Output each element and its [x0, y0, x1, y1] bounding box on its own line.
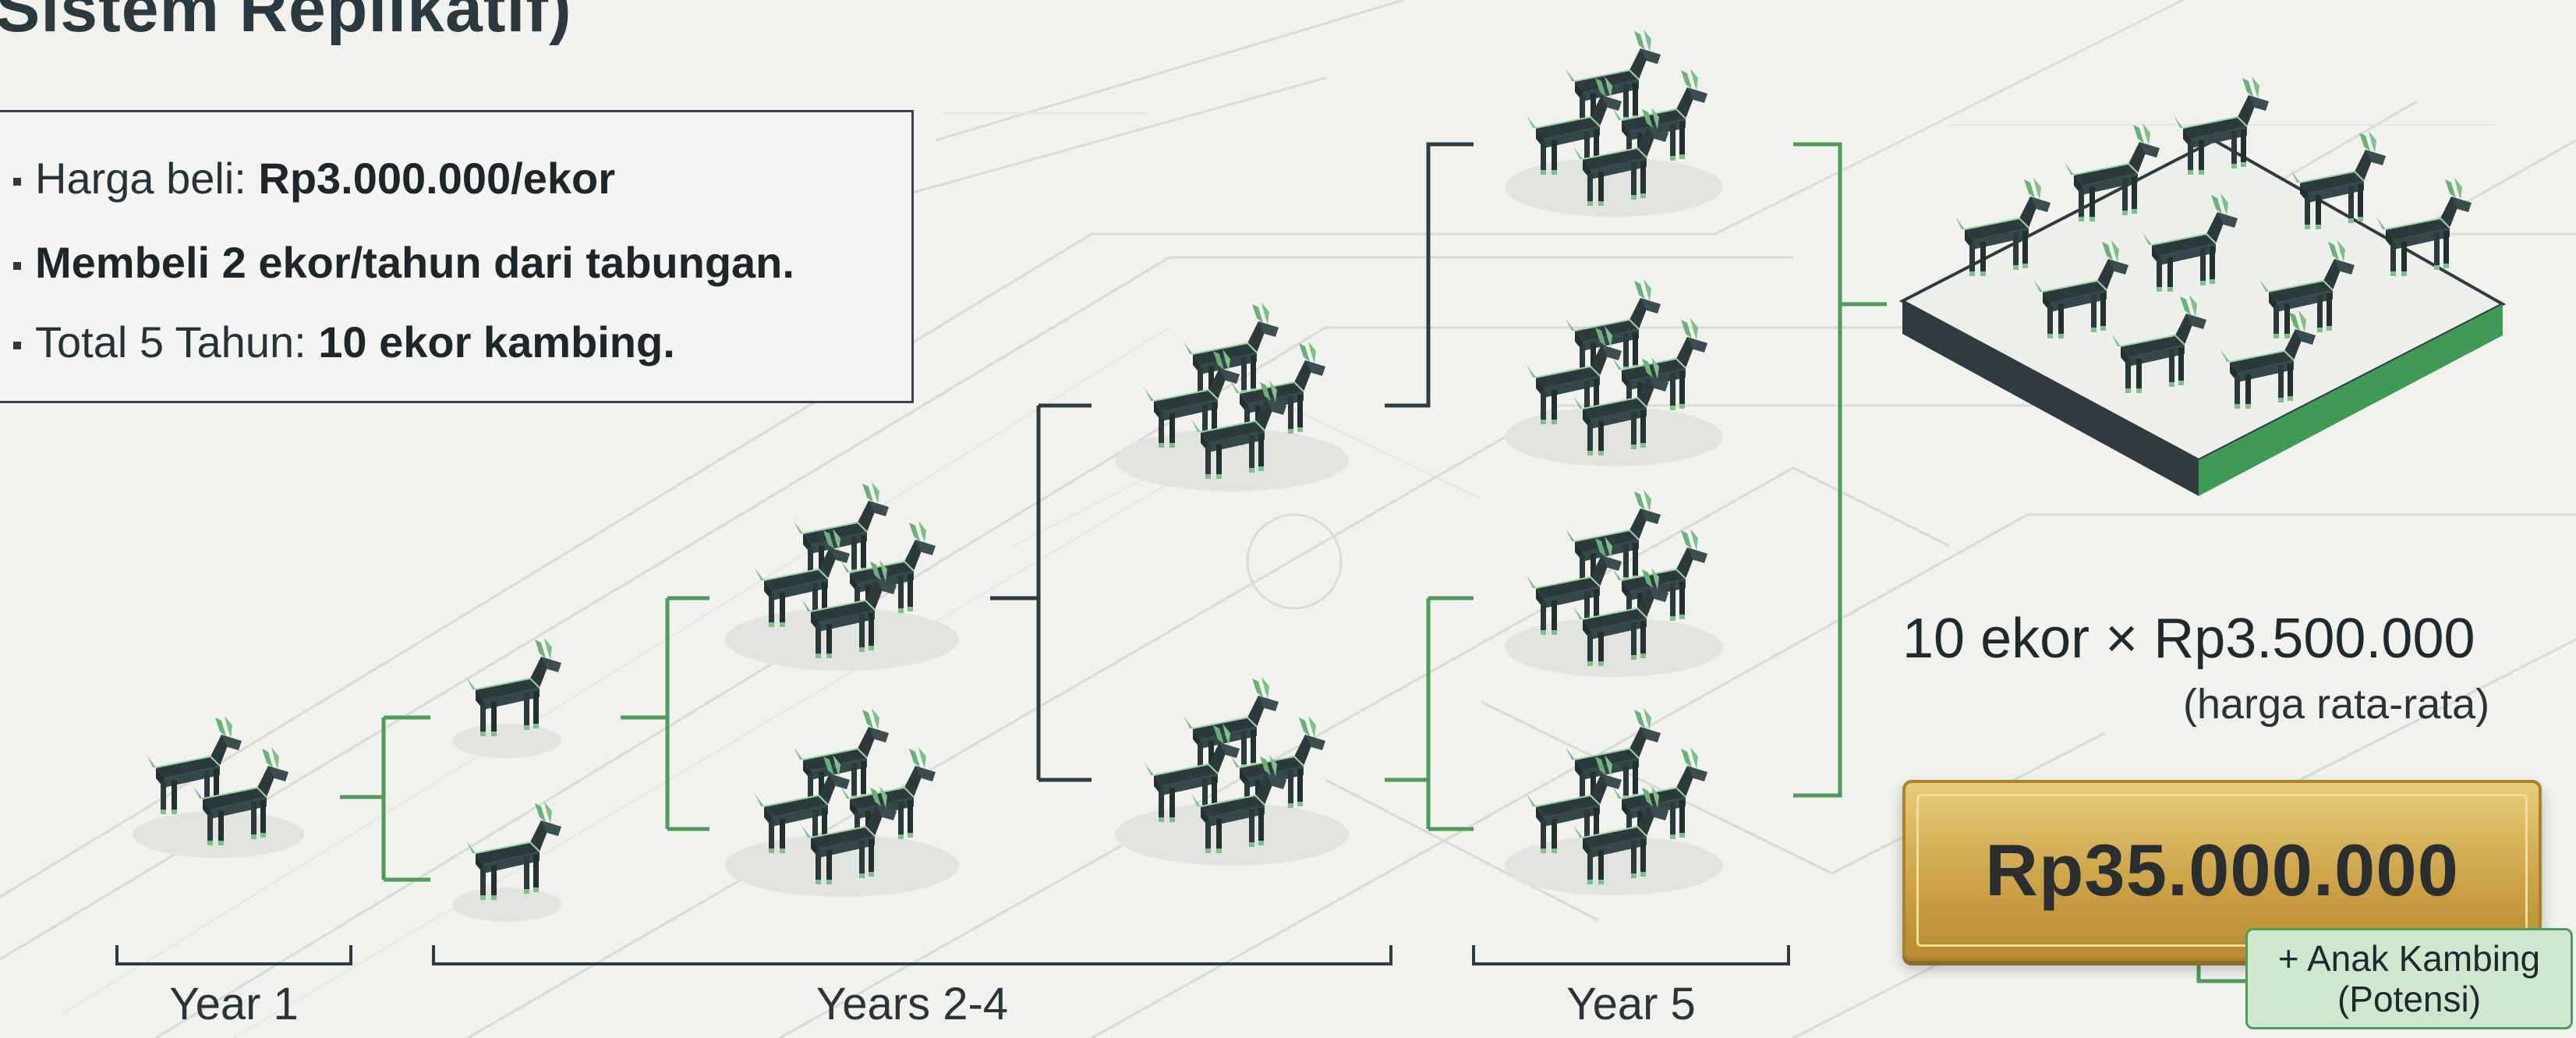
- result-formula: 10 ekor × Rp3.500.000: [1902, 608, 2475, 670]
- info-line-purchase: Membeli 2 ekor/tahun dari tabungan.: [13, 237, 794, 288]
- info-line-total: Total 5 Tahun: 10 ekor kambing.: [13, 317, 675, 367]
- offspring-tag-text: + Anak Kambing (Potensi): [2248, 938, 2571, 1019]
- total-plaque: Rp35.000.000: [1902, 780, 2542, 961]
- plaque-icon: [1916, 794, 2528, 947]
- bullet-icon: [13, 342, 21, 350]
- timeline-label-year1: Year 1: [169, 979, 299, 1029]
- info-total-value: 10 ekor kambing.: [318, 317, 675, 367]
- info-purchase-text: Membeli 2 ekor/tahun dari tabungan.: [35, 238, 794, 287]
- timeline-label-year5: Year 5: [1566, 979, 1696, 1029]
- timeline-label-years2-4: Years 2-4: [816, 979, 1009, 1029]
- bullet-icon: [13, 178, 21, 186]
- offspring-tag-line2: (Potensi): [2337, 979, 2482, 1019]
- total-value: Rp35.000.000: [1985, 829, 2459, 911]
- page-title: Sistem Replikatif): [0, 0, 572, 46]
- info-price-value: Rp3.000.000/ekor: [258, 154, 615, 203]
- bullet-icon: [13, 262, 21, 271]
- offspring-tag: + Anak Kambing (Potensi): [2245, 928, 2573, 1029]
- result-formula-note: (harga rata-rata): [2183, 681, 2490, 728]
- info-line-price: Harga beli: Rp3.000.000/ekor: [13, 153, 615, 204]
- info-price-label: Harga beli:: [35, 154, 259, 203]
- info-total-label: Total 5 Tahun:: [35, 317, 319, 367]
- info-box: Harga beli: Rp3.000.000/ekor Membeli 2 e…: [0, 110, 914, 403]
- offspring-tag-line1: + Anak Kambing: [2277, 938, 2541, 979]
